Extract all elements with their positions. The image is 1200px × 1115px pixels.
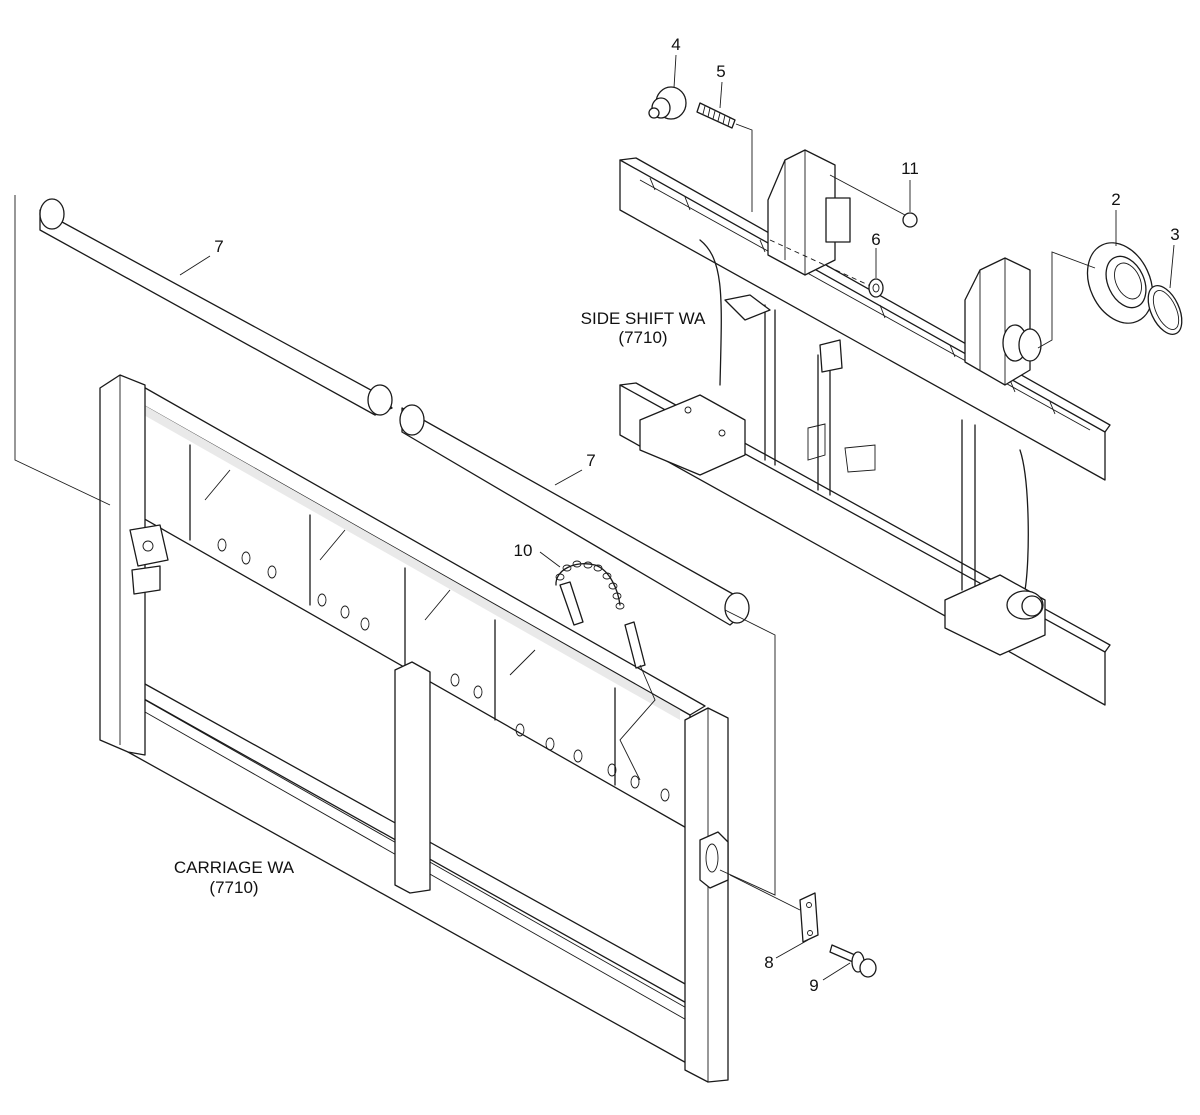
part-7-tube-upper xyxy=(39,198,393,416)
part-6-nut xyxy=(868,278,884,298)
side-shift-assembly-code: (7710) xyxy=(618,328,667,347)
part-2-bearing xyxy=(1086,242,1154,324)
carriage-assembly-name: CARRIAGE WA xyxy=(174,858,295,877)
part-8-bracket xyxy=(729,874,819,943)
callout-leaders xyxy=(179,54,1175,981)
part-3-snap-ring xyxy=(1147,285,1183,335)
callout-7-upper: 7 xyxy=(214,237,223,256)
callout-5: 5 xyxy=(716,62,725,81)
callout-7-lower: 7 xyxy=(586,451,595,470)
carriage-assembly-code: (7710) xyxy=(209,878,258,897)
carriage-assembly xyxy=(99,374,729,1083)
callout-10: 10 xyxy=(514,541,533,560)
side-shift-assembly xyxy=(619,149,1111,706)
part-10-pin-chain xyxy=(555,560,656,781)
callout-2: 2 xyxy=(1111,190,1120,209)
callout-3: 3 xyxy=(1170,225,1179,244)
callout-4: 4 xyxy=(671,35,680,54)
callout-9: 9 xyxy=(809,976,818,995)
part-9-bolt xyxy=(829,944,877,978)
part-7-tube-lower xyxy=(399,404,750,626)
part-4-roller xyxy=(648,86,687,120)
callout-6: 6 xyxy=(871,230,880,249)
part-11-screw xyxy=(829,174,918,228)
side-shift-assembly-name: SIDE SHIFT WA xyxy=(581,309,706,328)
part-5-screw xyxy=(696,102,736,129)
callout-8: 8 xyxy=(764,953,773,972)
callout-11: 11 xyxy=(901,159,919,178)
